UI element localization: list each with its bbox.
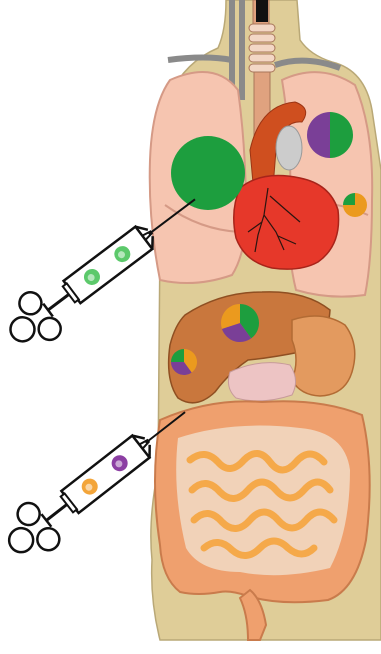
finger-ring xyxy=(6,313,40,347)
lesion-liver xyxy=(221,304,259,342)
finger-ring xyxy=(4,523,38,557)
finger-ring xyxy=(33,524,64,555)
trachea-rings xyxy=(249,24,275,72)
trachea-top xyxy=(256,0,268,22)
small-intestine-bed xyxy=(176,426,350,576)
lesion-right-lung-upper xyxy=(307,112,353,158)
lesion-liver-lower xyxy=(171,349,197,375)
pancreas xyxy=(228,363,295,401)
syringe-barrel xyxy=(61,436,149,513)
ring-bridge xyxy=(43,304,53,317)
pulmonary-artery xyxy=(276,126,302,170)
lesion-right-lung-lower xyxy=(343,193,367,217)
stomach xyxy=(292,316,355,396)
syringe-barrel xyxy=(64,227,153,304)
finger-ring xyxy=(34,313,65,344)
lesion-segment-green xyxy=(171,136,245,210)
finger-ring xyxy=(13,499,44,530)
finger-ring xyxy=(15,288,46,319)
lesion-left-lung xyxy=(171,136,245,210)
heart xyxy=(234,176,339,270)
